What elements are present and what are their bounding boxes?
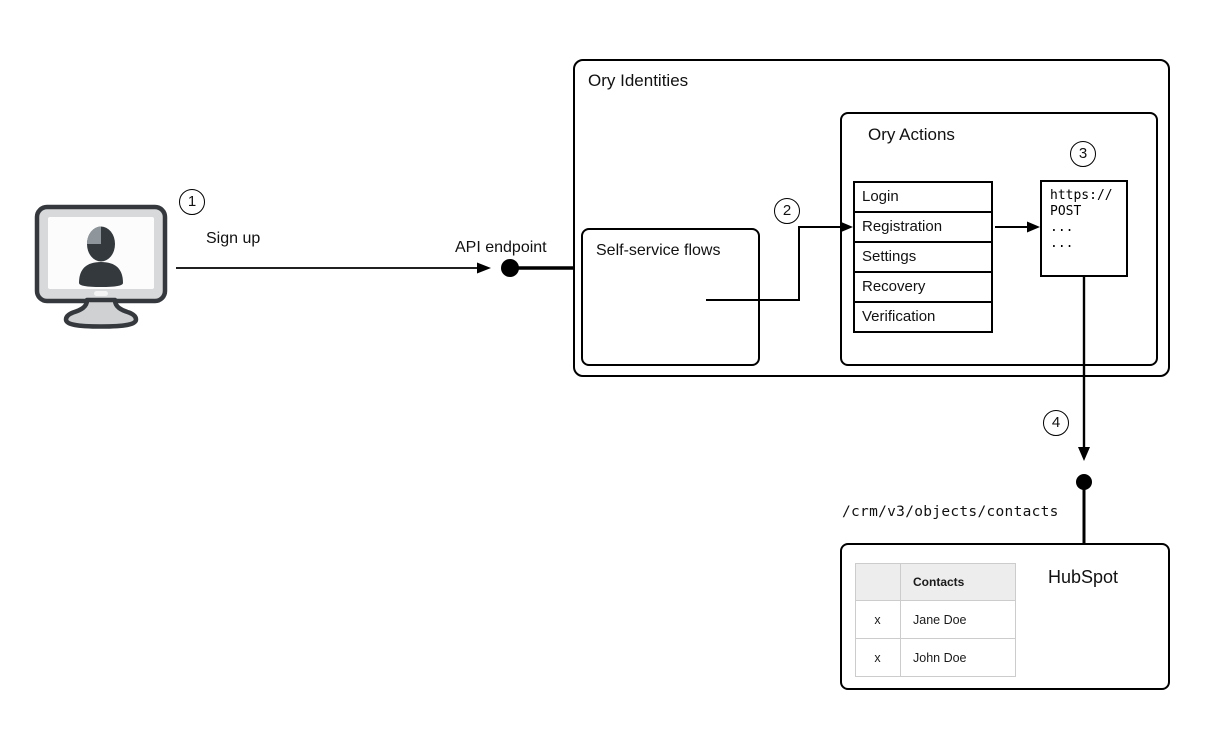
webhook-code-box: https:// POST ... ...	[1040, 180, 1128, 277]
contacts-header-blank	[855, 563, 901, 601]
contact-name: Jane Doe	[900, 600, 1016, 639]
flow-row-settings: Settings	[855, 243, 991, 273]
contacts-header-row: Contacts	[855, 563, 1016, 601]
step-badge-1: 1	[179, 189, 205, 215]
self-service-flows-title: Self-service flows	[596, 242, 721, 259]
table-row: x Jane Doe	[855, 600, 1016, 639]
monitor-stand	[63, 297, 139, 329]
self-service-flows-box: Self-service flows	[581, 228, 760, 366]
table-row: x John Doe	[855, 638, 1016, 677]
ory-api-endpoint-dot-icon	[501, 259, 519, 277]
flow-row-registration: Registration	[855, 213, 991, 243]
contacts-table: Contacts x Jane Doe x John Doe	[855, 563, 1016, 677]
code-line: POST	[1050, 204, 1082, 219]
ory-actions-title: Ory Actions	[868, 125, 955, 144]
flow-list: Login Registration Settings Recovery Ver…	[853, 181, 993, 333]
step-badge-2: 2	[774, 198, 800, 224]
hubspot-title: HubSpot	[1048, 567, 1119, 587]
monitor-user-icon	[34, 204, 168, 329]
signup-arrowhead-icon	[477, 262, 491, 274]
contacts-header-label: Contacts	[900, 563, 1016, 601]
step-badge-3: 3	[1070, 141, 1096, 167]
crm-path-label: /crm/v3/objects/contacts	[842, 504, 1059, 520]
code-line: ...	[1050, 220, 1074, 235]
contact-marker: x	[855, 600, 901, 639]
user-silhouette-highlight	[87, 226, 101, 244]
sign-up-label: Sign up	[206, 230, 261, 247]
code-line: ...	[1050, 236, 1074, 251]
code-line: https://	[1050, 188, 1113, 203]
flow-row-login: Login	[855, 183, 991, 213]
webhook-to-hubspot-arrowhead-icon	[1078, 447, 1090, 461]
user-silhouette-shoulders	[79, 262, 123, 287]
contact-name: John Doe	[900, 638, 1016, 677]
flow-row-recovery: Recovery	[855, 273, 991, 303]
monitor-button	[94, 291, 108, 296]
ory-identities-title: Ory Identities	[588, 71, 689, 90]
hubspot-api-endpoint-dot-icon	[1076, 474, 1092, 490]
flow-row-verification: Verification	[862, 308, 936, 325]
step-badge-4: 4	[1043, 410, 1069, 436]
contact-marker: x	[855, 638, 901, 677]
api-endpoint-label: API endpoint	[455, 239, 547, 256]
